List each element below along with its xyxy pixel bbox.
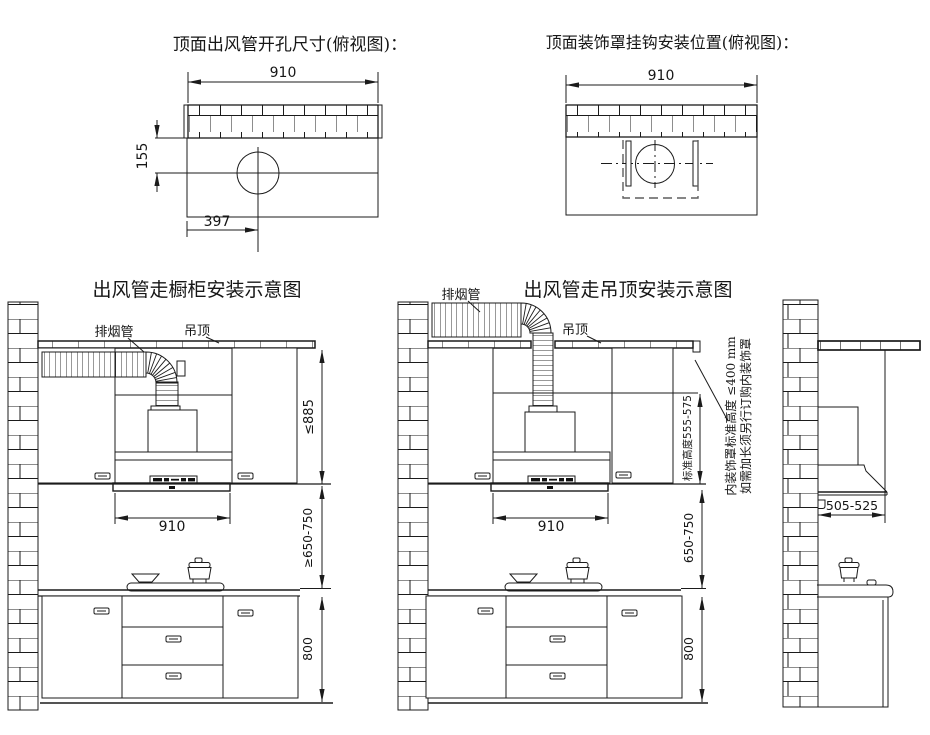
brick-wall [782, 299, 819, 708]
dim-base-height: 800 [300, 637, 315, 661]
pot [838, 557, 860, 582]
dim-hood-clearance: 650-750 [682, 513, 696, 563]
dim-910-top-left: 910 [270, 65, 297, 81]
dim-max-height: ≤885 [302, 399, 317, 435]
dim-hood-width: 910 [159, 519, 186, 535]
top-view-duct-opening: 顶面出风管开孔尺寸(俯视图)： 910 155 397 [135, 35, 407, 252]
dim-depth: 505-525 [826, 498, 878, 513]
wall-cabinet-left [427, 347, 494, 484]
dim-910-top-right: 910 [648, 68, 675, 84]
ceiling-route-title: 出风管走吊顶安装示意图 [523, 279, 732, 301]
tile-strip [565, 104, 758, 138]
side-profile-diagram: 505-525 [782, 299, 921, 708]
cabinet-handle [615, 471, 632, 479]
base-cabinet [426, 596, 682, 698]
wall-bracket [818, 499, 826, 509]
duct-elbow [145, 351, 178, 384]
top-right-title: 顶面装饰罩挂钩安装位置(俯视图)： [546, 33, 799, 52]
dim-397: 397 [204, 214, 231, 230]
ceiling-label: 吊顶 [184, 324, 210, 339]
duct-label: 排烟管 [94, 325, 133, 340]
brick-wall [7, 301, 39, 711]
cooktop [126, 557, 225, 592]
ceiling [817, 340, 921, 351]
cover-plan-outline [565, 136, 758, 216]
ceiling [37, 340, 316, 349]
brick-wall [397, 301, 429, 711]
dim-155: 155 [135, 143, 151, 170]
cover-dashed-outline [622, 140, 699, 199]
exhaust-duct-vertical [532, 332, 554, 407]
exhaust-duct-horizontal [41, 351, 147, 378]
range-hood [490, 451, 611, 492]
cabinet-handle [474, 472, 491, 480]
wall-cabinet-right [611, 347, 674, 484]
range-hood [112, 451, 233, 492]
cabinet-handle [94, 472, 111, 480]
exhaust-duct-horizontal [431, 302, 522, 338]
cover-note-line1: 内装饰罩标准高度 ≤400 mm [723, 336, 738, 496]
duct-label: 排烟管 [441, 288, 480, 303]
dim-base-height: 800 [681, 637, 696, 661]
hood-chimney-cover [147, 409, 198, 453]
duct-elbow [520, 302, 552, 334]
ceiling [554, 340, 694, 349]
top-view-hook-position: 顶面装饰罩挂钩安装位置(俯视图)： 910 [546, 33, 799, 216]
base-cabinet [42, 596, 298, 698]
countertop-side [817, 584, 894, 598]
wall-cabinet-right [231, 347, 298, 484]
hook-right [692, 140, 699, 187]
hood-chimney-cover [524, 411, 576, 453]
dim-hood-width: 910 [538, 519, 565, 535]
base-cabinet-side [817, 596, 889, 708]
cabinet-route-diagram: 出风管走橱柜安装示意图 排烟管 吊顶 [7, 279, 333, 711]
duct-damper [176, 360, 186, 377]
opening-outline [186, 137, 379, 218]
dim-cover-height: 标准高度555-575 [681, 395, 694, 481]
ceiling-label: 吊顶 [562, 323, 588, 338]
hook-left [625, 140, 632, 187]
tile-strip [187, 104, 379, 139]
dim-hood-clearance: ≥650-750 [301, 508, 315, 568]
hood-side-profile [818, 464, 888, 493]
top-left-title: 顶面出风管开孔尺寸(俯视图)： [173, 35, 407, 55]
cooktop [504, 557, 603, 592]
ceiling-route-diagram: 出风管走吊顶安装示意图 排烟管 吊顶 [397, 279, 753, 711]
cabinet-route-title: 出风管走橱柜安装示意图 [92, 279, 301, 301]
cover-note-line2: 如需加长须另行订购内装饰罩 [738, 338, 753, 494]
cabinet-handle [237, 472, 254, 480]
ceiling [427, 340, 532, 349]
hood-chimney-cover-side [817, 406, 859, 466]
